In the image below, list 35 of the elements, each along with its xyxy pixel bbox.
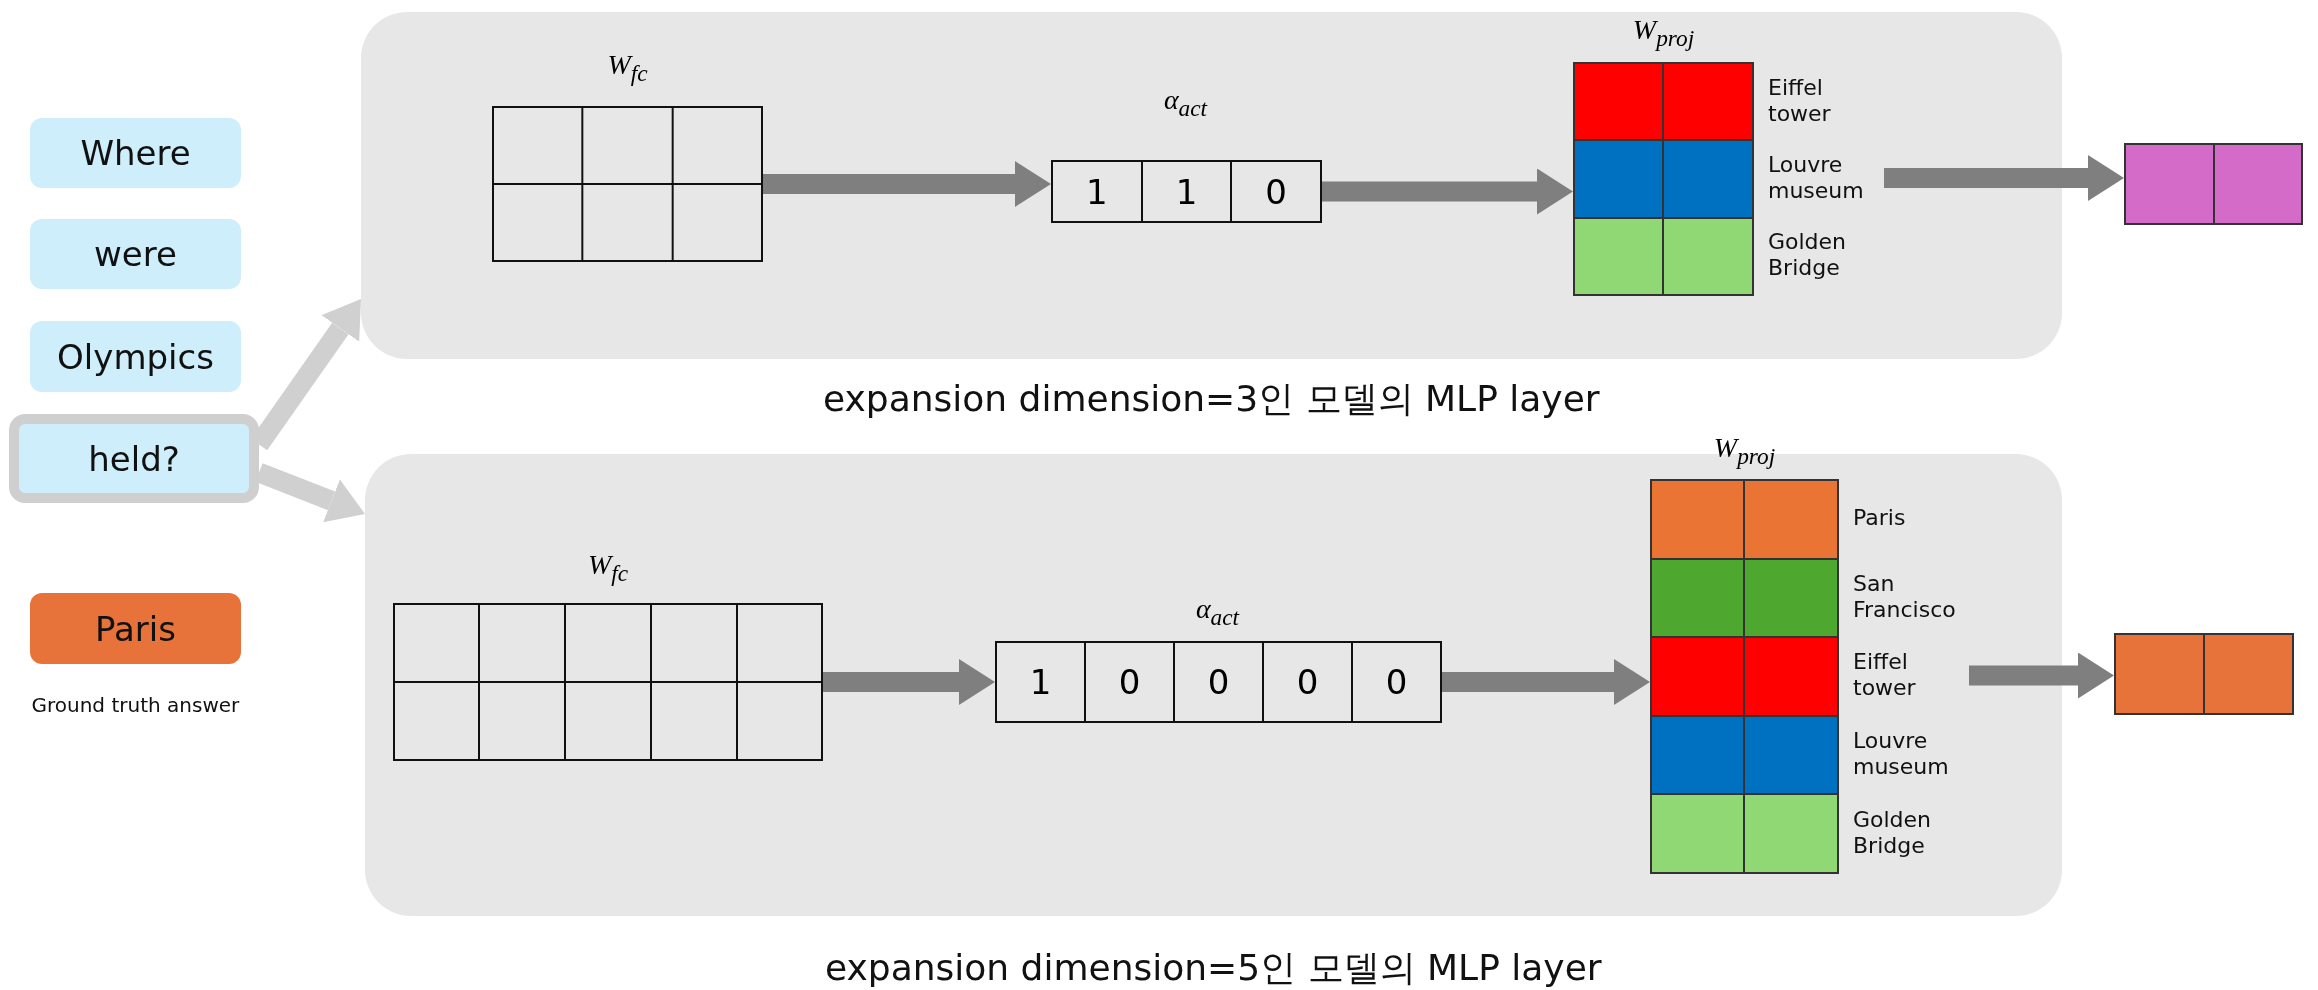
node-label: expansion dimension=5인 모델의 MLP layer [825, 945, 1602, 990]
token-box: Olympics [30, 321, 241, 392]
row-label: Louvre museum [1768, 151, 1865, 205]
row-label: Eiffel tower [1853, 648, 1917, 703]
arrow [1320, 168, 1573, 215]
vector-cell: 1 [1051, 160, 1143, 223]
vector-cell: 0 [1084, 641, 1175, 723]
vector-cell: 0 [1173, 641, 1264, 723]
answer-box: Paris [30, 593, 241, 664]
vector-cell: 0 [1351, 641, 1442, 723]
mlp-layer-panel [361, 12, 2062, 359]
arrow [1884, 155, 2124, 201]
node-label: expansion dimension=3인 모델의 MLP layer [823, 376, 1600, 421]
arrow [1440, 659, 1650, 705]
vector-cell: 0 [1230, 160, 1322, 223]
arrow [823, 659, 995, 705]
output-vector [2114, 633, 2294, 715]
row-label: Eiffel tower [1768, 73, 1832, 128]
row-label: Golden Bridge [1768, 228, 1848, 283]
arrow [763, 161, 1051, 207]
vector-cell: 1 [1140, 160, 1233, 223]
matrix-label: α$_{act}$ [1194, 592, 1241, 626]
node-label: Ground truth answer [31, 693, 240, 717]
row-label: San Francisco [1853, 569, 1957, 624]
arrow [1969, 652, 2114, 699]
highlighted-token-box: held? [9, 414, 259, 503]
vector-cell: 1 [995, 641, 1086, 723]
token-box: Where [30, 118, 241, 188]
output-vector [2124, 143, 2303, 225]
row-label: Golden Bridge [1853, 805, 1933, 860]
vector-cell: 0 [1262, 641, 1353, 723]
row-label: Louvre museum [1853, 727, 1950, 782]
token-box: were [30, 219, 241, 289]
matrix-label: α$_{act}$ [1162, 83, 1209, 117]
row-label: Paris [1853, 504, 1907, 533]
